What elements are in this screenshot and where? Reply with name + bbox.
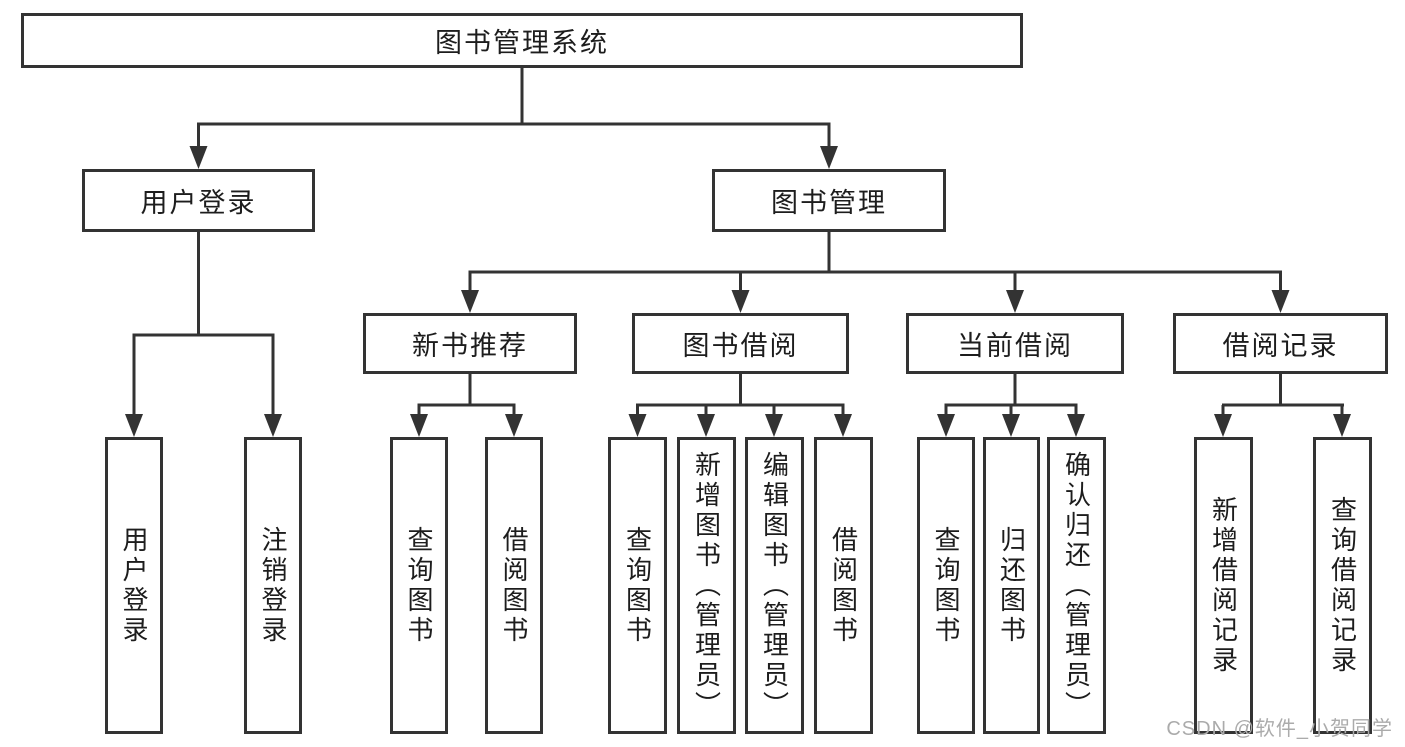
leaf-newbook-search-books: 查询图书 xyxy=(390,437,448,734)
leaf-newbook-borrow-books: 借阅图书 xyxy=(485,437,543,734)
node-borrowing-records: 借阅记录 xyxy=(1173,313,1388,374)
leaf-current-search-books: 查询图书 xyxy=(917,437,975,734)
node-book-management: 图书管理 xyxy=(712,169,946,232)
leaf-label: 查询图书 xyxy=(404,525,434,646)
node-label: 图书管理 xyxy=(771,188,887,218)
arrowheads xyxy=(125,146,1351,437)
leaf-label: 归还图书 xyxy=(996,525,1027,646)
node-new-book-recommend: 新书推荐 xyxy=(363,313,577,374)
node-label: 图书管理系统 xyxy=(435,28,609,58)
connector-currentborrow-to-leaves xyxy=(944,374,1078,417)
connector-userlogin-to-leaves xyxy=(132,232,275,417)
node-label: 新书推荐 xyxy=(412,331,528,361)
node-label: 图书借阅 xyxy=(682,331,799,361)
leaf-borrow-search-books: 查询图书 xyxy=(608,437,667,734)
leaf-current-return-books: 归还图书 xyxy=(983,437,1040,734)
leaf-label: 编辑图书（管理员） xyxy=(759,450,790,721)
node-library-system: 图书管理系统 xyxy=(21,13,1023,68)
leaf-label: 新增借阅记录 xyxy=(1208,495,1239,676)
leaf-user-login: 用户登录 xyxy=(105,437,163,734)
connector-root-to-level2 xyxy=(197,68,831,149)
leaf-label: 借阅图书 xyxy=(499,525,529,646)
leaf-label: 查询借阅记录 xyxy=(1327,495,1358,676)
leaf-borrow-borrow-books: 借阅图书 xyxy=(814,437,873,734)
leaf-label: 确认归还（管理员） xyxy=(1061,450,1092,721)
leaf-label: 注销登录 xyxy=(258,525,288,646)
node-book-borrowing: 图书借阅 xyxy=(632,313,849,374)
node-user-login: 用户登录 xyxy=(82,169,315,232)
connector-bookborrow-to-leaves xyxy=(636,374,845,417)
leaf-label: 查询图书 xyxy=(931,525,961,646)
leaf-record-search-borrow-record: 查询借阅记录 xyxy=(1313,437,1372,734)
node-label: 用户登录 xyxy=(140,188,257,218)
node-label: 当前借阅 xyxy=(957,331,1073,361)
leaf-current-confirm-return-admin: 确认归还（管理员） xyxy=(1047,437,1106,734)
connector-newbook-to-leaves xyxy=(417,374,516,417)
leaf-borrow-add-books-admin: 新增图书（管理员） xyxy=(677,437,736,734)
leaf-label: 借阅图书 xyxy=(828,525,859,646)
leaf-label: 新增图书（管理员） xyxy=(691,450,722,721)
leaf-record-add-borrow-record: 新增借阅记录 xyxy=(1194,437,1253,734)
leaf-label: 用户登录 xyxy=(119,525,149,646)
csdn-watermark: CSDN @软件_小贺同学 xyxy=(1166,718,1393,740)
leaf-label: 查询图书 xyxy=(622,525,653,646)
node-label: 借阅记录 xyxy=(1222,331,1339,361)
connector-bookmgmt-to-level3 xyxy=(468,232,1282,293)
leaf-logout: 注销登录 xyxy=(244,437,302,734)
node-current-borrowing: 当前借阅 xyxy=(906,313,1124,374)
leaf-borrow-edit-books-admin: 编辑图书（管理员） xyxy=(745,437,804,734)
connector-borrowrecord-to-leaves xyxy=(1221,374,1344,417)
